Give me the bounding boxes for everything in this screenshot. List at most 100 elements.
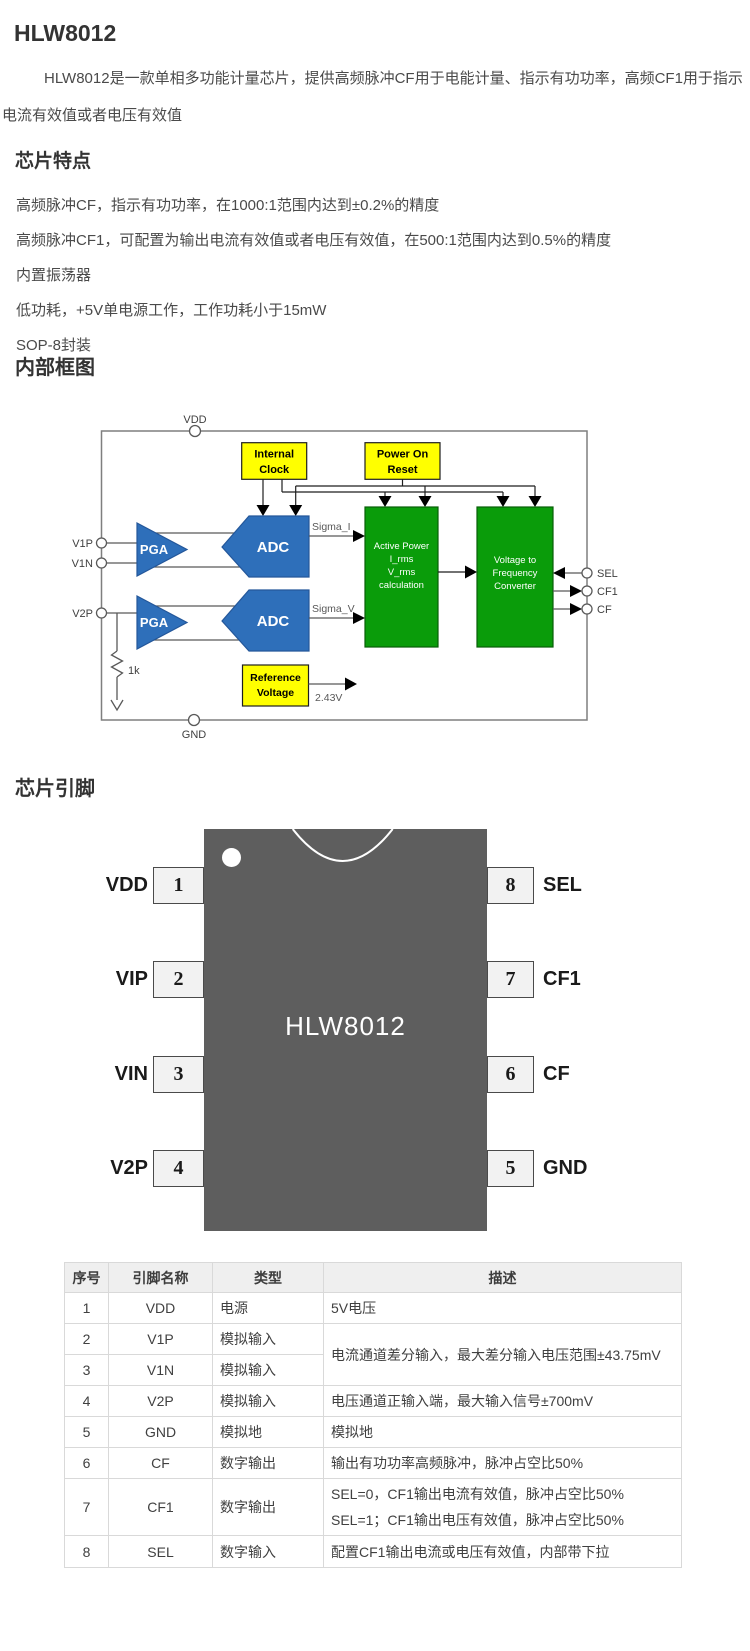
pin-box-1: 1 [153, 867, 204, 904]
feature-item: 高频脉冲CF，指示有功功率，在1000:1范围内达到±0.2%的精度 [16, 197, 440, 214]
pin-number: 5 [505, 1157, 516, 1179]
pga2-shape [136, 595, 189, 650]
cell-name: CF1 [108, 1478, 213, 1536]
intro-paragraph: HLW8012是一款单相多功能计量芯片，提供高频脉冲CF用于电能计量、指示有功功… [2, 70, 743, 124]
cell-no: 3 [64, 1354, 109, 1386]
cell-name: GND [108, 1416, 213, 1448]
cell-desc: 5V电压 [323, 1292, 682, 1324]
sigma-i-arrowhead [353, 530, 365, 542]
cell-desc: 配置CF1输出电流或电压有效值，内部带下拉 [323, 1535, 682, 1568]
cell-type: 电源 [212, 1292, 324, 1324]
table-row: 4 V2P 模拟输入 电压通道正输入端，最大输入信号±700mV [64, 1385, 682, 1417]
table-row: 5 GND 模拟地 模拟地 [64, 1416, 682, 1448]
cell-type: 数字输入 [212, 1535, 324, 1568]
clock-reset-wires [262, 479, 536, 506]
cell-no: 6 [64, 1447, 109, 1479]
cell-type: 模拟地 [212, 1416, 324, 1448]
cell-no: 1 [64, 1292, 109, 1324]
v1n-label: V1N [72, 558, 93, 570]
pin-box-6: 6 [487, 1056, 534, 1093]
chip-notch [291, 829, 394, 862]
cell-type: 数字输出 [212, 1447, 324, 1479]
v1p-label: V1P [72, 538, 93, 550]
cell-type: 模拟输入 [212, 1354, 324, 1386]
pin-number: 8 [505, 874, 516, 896]
cf1-terminal [581, 585, 593, 597]
pga2-label: PGA [140, 615, 169, 630]
pin-label-vin: VIN [114, 1063, 148, 1085]
v1n-terminal [95, 557, 108, 569]
header-desc: 描述 [323, 1262, 682, 1293]
voltage-to-frequency-box [476, 506, 554, 648]
pin-description-table: 序号 引脚名称 类型 描述 1 VDD 电源 5V电压 2 V1P 模拟输入 电… [64, 1262, 682, 1568]
pin-number: 2 [173, 968, 184, 990]
cell-desc-two-lines: SEL=0，CF1输出电流有效值，脉冲占空比50% SEL=1；CF1输出电压有… [323, 1478, 682, 1536]
ref-output-arrowhead [345, 677, 357, 691]
pin-label-cf1: CF1 [543, 968, 581, 990]
cell-desc: 输出有功功率高频脉冲，脉冲占空比50% [323, 1447, 682, 1479]
sel-terminal [581, 567, 593, 579]
active-power-line3: V_rms [388, 567, 416, 578]
cell-desc: 电压通道正输入端，最大输入信号±700mV [323, 1385, 682, 1417]
cell-no: 4 [64, 1385, 109, 1417]
ap-to-vtf-arrowhead [465, 565, 477, 579]
table-row: 1 VDD 电源 5V电压 [64, 1292, 682, 1324]
table-row: 2 V1P 模拟输入 电流通道差分输入，最大差分输入电压范围±43.75mV [64, 1323, 682, 1386]
table-row: 6 CF 数字输出 输出有功功率高频脉冲，脉冲占空比50% [64, 1447, 682, 1479]
cell-desc-merged: 电流通道差分输入，最大差分输入电压范围±43.75mV [323, 1323, 682, 1386]
pin-box-5: 5 [487, 1150, 534, 1187]
pin-label-vip: VIP [115, 968, 148, 990]
pin-label-sel: SEL [543, 874, 582, 896]
adc1-shape [221, 515, 310, 578]
pin-box-2: 2 [153, 961, 204, 998]
chip-pins-heading: 芯片引脚 [15, 778, 95, 800]
cell-type: 模拟输入 [212, 1323, 324, 1355]
chip-name: HLW8012 [285, 1011, 406, 1041]
feature-item: 内置振荡器 [16, 267, 92, 284]
power-on-reset-box [364, 442, 441, 480]
pin-number: 1 [173, 874, 184, 896]
table-row: 8 SEL 数字输入 配置CF1输出电流或电压有效值，内部带下拉 [64, 1535, 682, 1568]
pin-label-vdd: VDD [105, 874, 148, 896]
v1p-terminal [95, 537, 108, 549]
resistor-label: 1k [128, 665, 140, 677]
features-heading: 芯片特点 [15, 151, 92, 172]
clock-reset-arrowheads [256, 496, 542, 516]
cf1-label: CF1 [597, 586, 618, 598]
cell-name: V2P [108, 1385, 213, 1417]
reference-voltage-box [241, 664, 310, 707]
resistor-1k [110, 613, 124, 712]
desc-line2: SEL=1；CF1输出电压有效值，脉冲占空比50% [331, 1512, 624, 1528]
cell-type: 数字输出 [212, 1478, 324, 1536]
cf-arrowhead [570, 603, 582, 615]
terminal-circles [95, 424, 593, 727]
cf-label: CF [597, 604, 612, 616]
pin-label-cf: CF [543, 1063, 570, 1085]
sigma-v-label: Sigma_V [312, 603, 355, 615]
cell-no: 2 [64, 1323, 109, 1355]
sigma-v-arrowhead [353, 612, 365, 624]
header-no: 序号 [64, 1262, 109, 1293]
desc-line1: SEL=0，CF1输出电流有效值，脉冲占空比50% [331, 1486, 624, 1502]
gnd-terminal [187, 713, 201, 727]
active-power-box [364, 506, 439, 648]
pga1-label: PGA [140, 542, 169, 557]
gnd-label: GND [182, 729, 207, 741]
feature-item: 低功耗，+5V单电源工作，工作功耗小于15mW [16, 302, 327, 319]
sel-arrowhead [553, 567, 565, 579]
cell-no: 8 [64, 1535, 109, 1568]
pin-number: 6 [505, 1063, 516, 1085]
cell-no: 5 [64, 1416, 109, 1448]
pga1-shape [136, 522, 189, 577]
cell-name: V1P [108, 1323, 213, 1355]
vtf-line2: Frequency [493, 568, 538, 579]
cell-name: V1N [108, 1354, 213, 1386]
v2p-terminal [95, 607, 108, 619]
adc2-shape [221, 589, 310, 652]
active-power-line1: Active Power [374, 541, 429, 552]
adc2-label: ADC [257, 613, 290, 630]
power-on-reset-line1: Power On [377, 449, 429, 461]
vtf-line3: Converter [494, 581, 536, 592]
pin-box-3: 3 [153, 1056, 204, 1093]
